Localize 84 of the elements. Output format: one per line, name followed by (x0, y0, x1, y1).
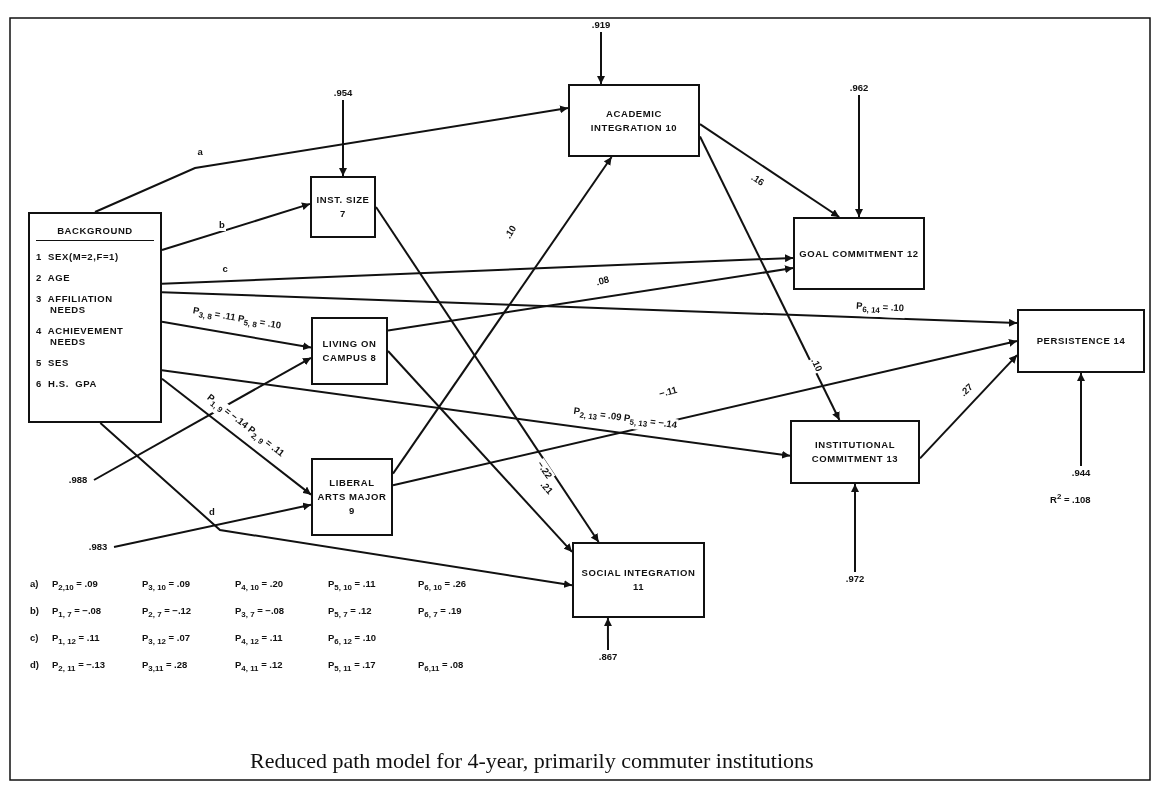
box-label: LIVING ON CAMPUS 8 (321, 337, 378, 365)
coefficient-text: P$_{1, 12}$ = .11 (52, 632, 100, 646)
path-arrow (851, 483, 859, 573)
coefficient-text: P$_{2, 7}$ = −.12 (142, 605, 192, 619)
path-arrow (161, 369, 791, 459)
residual-value: .867 (592, 650, 624, 664)
path-arrow (161, 377, 312, 496)
path-arrow (392, 156, 613, 475)
path-arrow (699, 135, 841, 421)
box-label: ACADEMIC INTEGRATION 10 (589, 106, 679, 135)
variable-item: 6 H.S. GPA (36, 378, 98, 389)
path-arrow (375, 206, 600, 543)
path-arrow (93, 356, 312, 481)
box-label: LIBERAL ARTS MAJOR 9 (316, 476, 388, 518)
path-arrow (161, 254, 794, 285)
box-label: PERSISTENCE 14 (1036, 334, 1126, 348)
variable-box (310, 176, 376, 238)
caption: Reduced path model for 4-year, primarily commuter institutions (250, 748, 814, 774)
box-label: INSTITUTIONAL COMMITMENT 13 (810, 438, 900, 466)
coefficient-text: P$_{4, 10}$ = .20 (235, 578, 283, 592)
box-heading: BACKGROUND (36, 224, 154, 241)
coefficient-text: P$_{3,11}$ = .28 (142, 659, 188, 673)
residual-value: .962 (843, 81, 875, 95)
coefficient-text: P$_{6,11}$ = .08 (418, 659, 464, 673)
variable-box (28, 212, 162, 423)
variable-box (790, 420, 920, 484)
coefficient-text: P$_{3, 12}$ = .07 (142, 632, 190, 646)
row-marker: c) (30, 632, 39, 643)
path-coefficient: P$_{6, 14}$ = .10 (854, 299, 906, 319)
coefficient-text: P$_{2, 11}$ = −.13 (52, 659, 106, 673)
path-arrow (161, 320, 312, 351)
variable-item: 3 AFFILIATION NEEDS (36, 293, 114, 315)
residual-value: .944 (1065, 466, 1097, 480)
residual-value: .972 (839, 572, 871, 586)
box-label: GOAL COMMITMENT 12 (799, 246, 919, 261)
path-arrow (919, 354, 1018, 460)
path-arrow (113, 502, 312, 548)
residual-value: .954 (327, 86, 359, 100)
coefficient-text: P$_{5, 10}$ = .11 (328, 578, 376, 592)
variable-box (1017, 309, 1145, 373)
path-arrow (94, 105, 569, 213)
variable-box (311, 317, 388, 385)
coefficient-text: P$_{6, 12}$ = .10 (328, 632, 376, 646)
path-coefficient: d (208, 506, 216, 518)
coefficient-text: P$_{5, 7}$ = .12 (328, 605, 372, 619)
path-arrow (161, 291, 1018, 327)
path-arrow (597, 31, 605, 85)
path-arrow (603, 617, 612, 651)
coefficient-text: P$_{3, 7}$ = −.08 (235, 605, 285, 619)
coefficient-text: P$_{6, 10}$ = .26 (418, 578, 466, 592)
path-arrow (387, 265, 794, 332)
path-arrow (161, 202, 311, 251)
residual-value: .919 (585, 18, 617, 32)
variable-item: 5 SES (36, 357, 70, 368)
coefficient-text: P$_{6, 7}$ = .19 (418, 605, 462, 619)
variable-box (311, 458, 393, 536)
row-marker: d) (30, 659, 39, 670)
variable-box (572, 542, 705, 618)
variable-box (568, 84, 700, 157)
box-label: SOCIAL INTEGRATION 11 (580, 566, 697, 594)
residual-value: .983 (82, 540, 114, 554)
variable-item: 4 ACHIEVEMENT NEEDS (36, 325, 125, 347)
variable-box (793, 217, 925, 290)
path-arrow (387, 350, 573, 553)
box-label: INST. SIZE 7 (315, 193, 371, 221)
r-squared-text: R$^{2}$ = .108 (1050, 492, 1091, 506)
path-arrow (855, 94, 863, 218)
row-marker: b) (30, 605, 39, 616)
coefficient-text: P$_{2,10}$ = .09 (52, 578, 98, 592)
coefficient-text: P$_{4, 12}$ = .11 (235, 632, 283, 646)
path-arrow (339, 99, 347, 177)
variable-item: 1 SEX(M=2,F=1) (36, 251, 120, 262)
row-marker: a) (30, 578, 39, 589)
coefficient-text: P$_{4, 11}$ = .12 (235, 659, 283, 673)
path-arrow (99, 422, 573, 589)
path-coefficient: b (218, 219, 226, 231)
path-arrow (1077, 372, 1085, 467)
residual-value: .988 (62, 473, 94, 487)
path-arrow (699, 123, 841, 218)
coefficient-text: P$_{3, 10}$ = .09 (142, 578, 190, 592)
coefficient-text: P$_{5, 11}$ = .17 (328, 659, 376, 673)
variable-item: 2 AGE (36, 272, 72, 283)
coefficient-text: P$_{1, 7}$ = −.08 (52, 605, 102, 619)
path-arrow (392, 338, 1018, 487)
